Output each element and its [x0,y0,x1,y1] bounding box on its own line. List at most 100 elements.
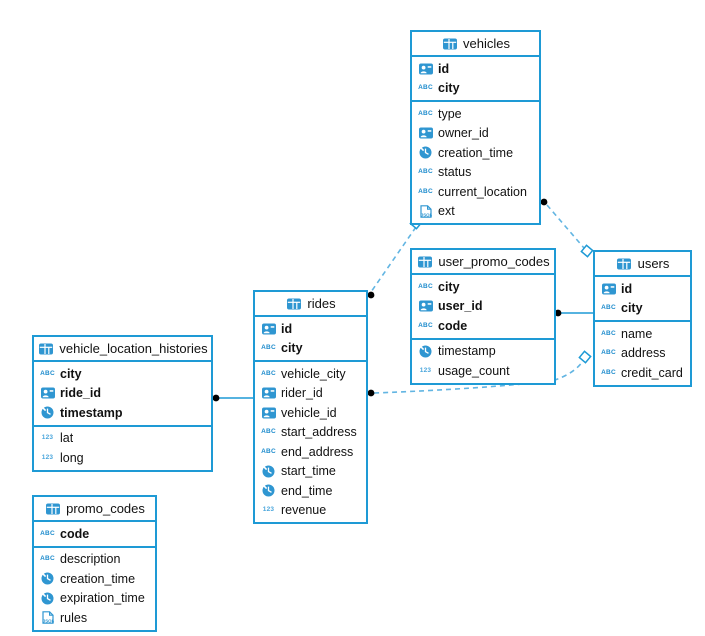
table-header-promo_codes[interactable]: promo_codes [34,497,155,522]
field-row-ride_id[interactable]: ride_id [34,384,211,404]
field-row-id[interactable]: id [595,279,690,299]
field-row-code[interactable]: ABC code [412,316,554,336]
table-name: users [637,256,670,271]
field-row-expiration_time[interactable]: expiration_time [34,589,155,609]
field-label: city [438,81,460,96]
field-label: expiration_time [60,591,145,606]
svg-text:JSON: JSON [42,619,53,624]
id-badge-type-icon [260,323,277,335]
field-row-creation_time[interactable]: creation_time [34,569,155,589]
table-header-rides[interactable]: rides [255,292,366,317]
table-header-user_promo_codes[interactable]: user_promo_codes [412,250,554,275]
id-badge-type-icon [39,387,56,399]
field-row-start_time[interactable]: start_time [255,462,366,482]
field-row-code[interactable]: ABC code [34,524,155,544]
field-label: timestamp [60,405,123,420]
field-row-id[interactable]: id [255,319,366,339]
abc-text-type-icon: ABC [40,529,55,537]
123-number-type-icon: 123 [419,366,432,374]
field-label: ext [438,204,455,219]
field-row-end_time[interactable]: end_time [255,481,366,501]
json-document-type-icon: JSON [417,204,434,218]
timestamp-clock-type-icon [417,345,434,358]
field-label: status [438,165,472,180]
abc-text-type-icon: ABC [261,344,276,351]
relationship-vehicles-to-rides[interactable] [370,226,417,293]
field-label: timestamp [438,344,496,359]
field-row-city[interactable]: ABC city [412,79,539,99]
timestamp-clock-type-icon [39,592,56,605]
relationship-dot-endpoint [554,309,562,317]
abc-text-type-icon: ABC [418,321,433,329]
field-row-timestamp[interactable]: timestamp [412,342,554,362]
primary-key-section: ABC code [34,522,155,548]
field-label: usage_count [438,363,510,378]
field-row-vehicle_id[interactable]: vehicle_id [255,403,366,423]
timestamp-clock-type-icon [260,484,277,497]
field-row-ext[interactable]: JSON ext [412,202,539,222]
field-label: long [60,450,84,465]
table-header-vehicles[interactable]: vehicles [412,32,539,57]
relationship-diamond-endpoint [580,244,594,258]
table-grid-icon [44,503,61,515]
field-row-status[interactable]: ABC status [412,163,539,183]
field-label: type [438,106,462,121]
field-row-id[interactable]: id [412,59,539,79]
field-label: owner_id [438,126,489,141]
field-label: vehicle_id [281,405,337,420]
table-header-users[interactable]: users [595,252,690,277]
abc-text-type-icon: ABC [418,168,433,175]
abc-text-type-icon: ABC [40,369,55,377]
relationship-vehicles-to-users[interactable] [546,204,585,249]
table-grid-icon [616,258,633,270]
field-label: code [438,318,468,333]
field-label: end_time [281,483,333,498]
table-name: vehicles [463,36,510,51]
field-row-timestamp[interactable]: timestamp [34,403,211,423]
abc-text-type-icon: ABC [601,329,616,337]
field-label: start_time [281,464,336,479]
field-row-creation_time[interactable]: creation_time [412,143,539,163]
abc-text-type-icon: ABC [418,282,433,290]
field-label: rider_id [281,386,323,401]
field-label: credit_card [621,365,683,380]
123-number-type-icon: 123 [262,506,275,513]
field-row-rider_id[interactable]: rider_id [255,384,366,404]
relationship-dot-endpoint [212,394,220,402]
abc-text-type-icon: ABC [418,84,433,91]
field-row-owner_id[interactable]: owner_id [412,124,539,144]
table-header-vehicle_location_histories[interactable]: vehicle_location_histories [34,337,211,362]
timestamp-clock-type-icon [260,465,277,478]
field-label: code [60,526,90,541]
field-row-user_id[interactable]: user_id [412,297,554,317]
field-row-usage_count[interactable]: 123 usage_count [412,361,554,381]
